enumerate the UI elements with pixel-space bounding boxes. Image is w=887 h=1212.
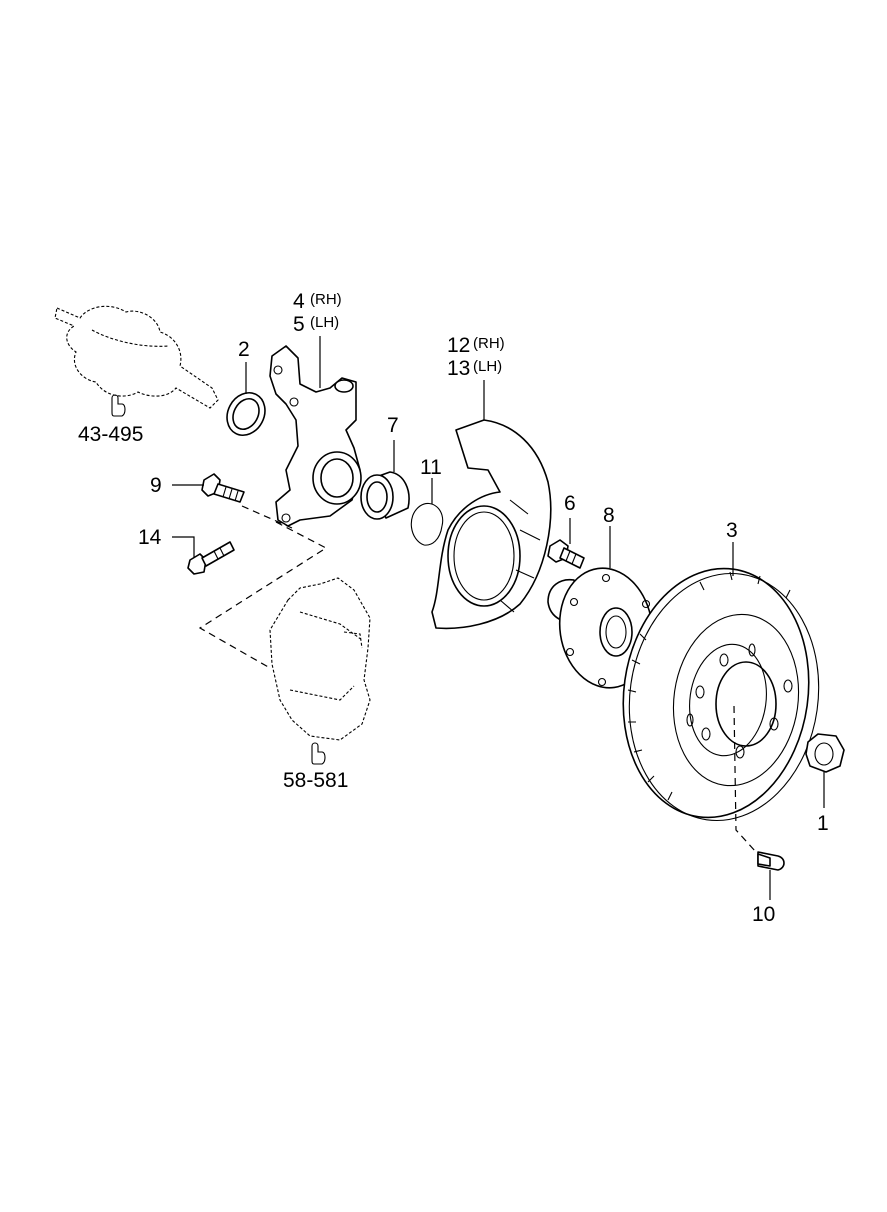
callout-8: 8 xyxy=(603,504,615,527)
callout-11: 11 xyxy=(420,456,442,479)
disc-screw-phantom-line xyxy=(733,705,757,853)
brake-caliper-reference-part xyxy=(269,577,371,741)
wheel-bearing-part xyxy=(360,471,410,520)
callout-13-suffix: (LH) xyxy=(473,358,502,375)
callout-5: 5 xyxy=(293,313,305,336)
drive-shaft-reference-part xyxy=(54,305,219,409)
callout-7: 7 xyxy=(387,414,399,437)
callout-9: 9 xyxy=(150,474,162,497)
bolt-14-part xyxy=(187,541,235,575)
bolt-9-part xyxy=(201,473,245,503)
callout-13: 13 xyxy=(447,357,470,380)
callout-1: 1 xyxy=(817,812,829,835)
callout-2: 2 xyxy=(238,338,250,361)
leader-14 xyxy=(172,536,195,558)
hub-nut-part xyxy=(805,733,845,773)
dust-seal-part xyxy=(226,392,266,436)
disc-screw-part xyxy=(757,851,785,871)
callout-4-suffix: (RH) xyxy=(310,291,342,308)
callout-12: 12 xyxy=(447,334,470,357)
drive-shaft-reference-label: 43-495 xyxy=(78,423,143,446)
callout-12-suffix: (RH) xyxy=(473,335,505,352)
snap-ring-part xyxy=(410,502,444,546)
steering-knuckle-part xyxy=(269,345,362,527)
callout-10: 10 xyxy=(752,903,775,926)
brake-dust-cover-part xyxy=(431,419,552,630)
brake-disc-part xyxy=(622,567,820,822)
callout-14: 14 xyxy=(138,526,162,549)
callout-3: 3 xyxy=(726,519,738,542)
pointing-hand-icon xyxy=(111,394,126,417)
callout-5-suffix: (LH) xyxy=(310,314,339,331)
callout-6: 6 xyxy=(564,492,576,515)
hub-bolt-6-part xyxy=(547,539,585,569)
callout-4: 4 xyxy=(293,290,305,313)
caliper-mount-phantom-lines xyxy=(198,505,328,669)
brake-caliper-reference-label: 58-581 xyxy=(283,769,348,792)
pointing-hand-icon-2 xyxy=(311,742,326,765)
